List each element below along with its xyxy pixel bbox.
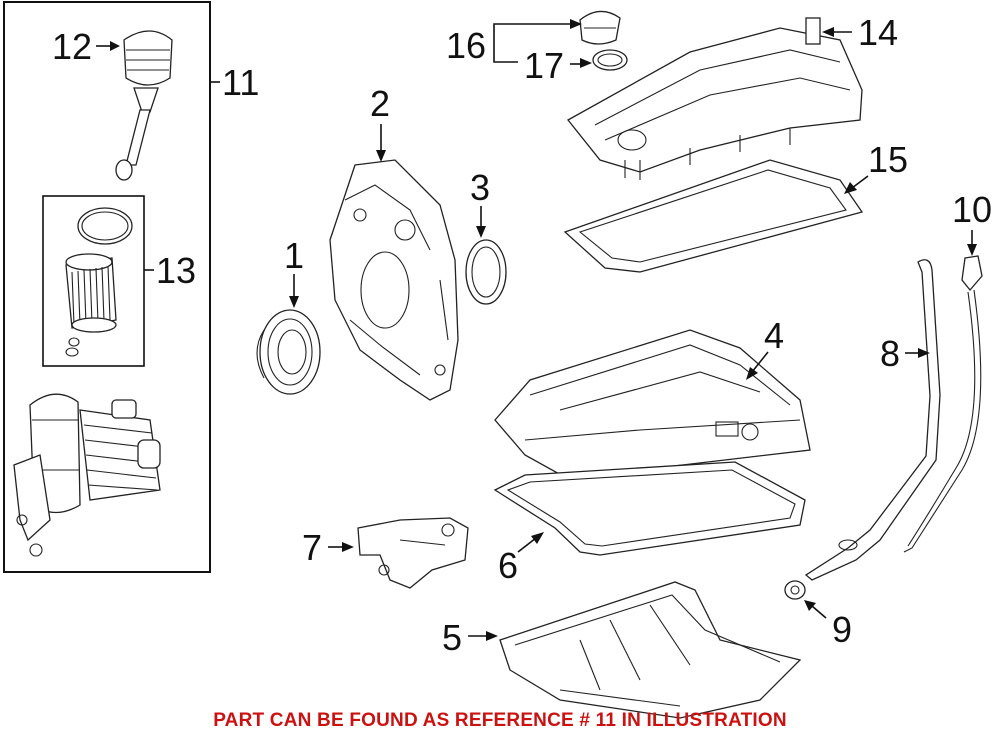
crankshaft-seal-part [256, 309, 321, 395]
dipstick-tube-part [804, 259, 941, 581]
callout-13: 13 [156, 250, 196, 291]
cover-seal-part [465, 239, 507, 305]
lower-oil-pan-part [499, 581, 802, 719]
callout-4: 4 [764, 315, 784, 356]
seal-washer-part [784, 580, 806, 600]
callout-6: 6 [498, 545, 518, 586]
callout-1: 1 [284, 235, 304, 276]
callout-14: 14 [858, 12, 898, 53]
valve-cover-part [567, 17, 863, 180]
callout-12: 12 [52, 26, 92, 67]
callout-5: 5 [442, 617, 462, 658]
callout-17: 17 [524, 45, 564, 86]
callout-2: 2 [370, 83, 390, 124]
oil-pan-gasket-part [493, 461, 806, 556]
timing-cover-part [329, 159, 459, 401]
mount-bracket-part [357, 517, 469, 589]
callout-3: 3 [470, 167, 490, 208]
oil-filter-cap-part [115, 30, 173, 181]
oil-filter-kit-box [42, 195, 145, 367]
cap-seal-part [592, 49, 628, 71]
callout-11: 11 [222, 62, 259, 103]
callout-7: 7 [302, 527, 322, 568]
oil-filter-element-part [65, 207, 133, 357]
oil-filter-housing-part [13, 393, 161, 557]
callout-labels: 12 11 13 2 3 1 16 17 14 15 10 8 4 6 7 5 … [52, 12, 992, 658]
valve-cover-gasket-part [563, 159, 864, 273]
callout-9: 9 [832, 609, 852, 650]
callout-10: 10 [952, 189, 992, 230]
upper-oil-pan-part [494, 329, 811, 481]
oil-filter-housing-group-box [3, 1, 211, 573]
callout-15: 15 [868, 139, 908, 180]
callout-16: 16 [446, 25, 486, 66]
callout-8: 8 [880, 333, 900, 374]
reference-note: PART CAN BE FOUND AS REFERENCE # 11 IN I… [213, 710, 787, 731]
oil-filler-cap-part [579, 10, 621, 45]
leader-lines [96, 19, 977, 641]
dipstick-part [903, 255, 983, 553]
